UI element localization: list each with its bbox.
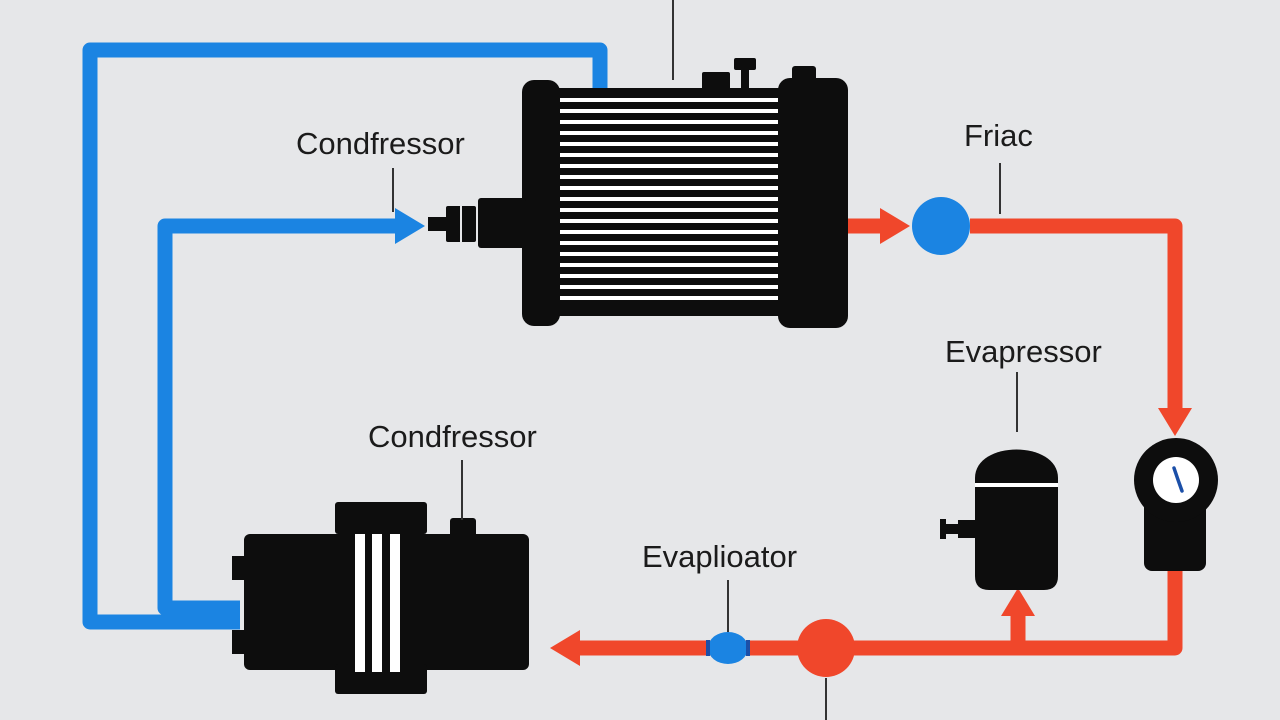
return-arrow: [550, 630, 580, 666]
compressor-body: [244, 534, 529, 670]
condenser-inlet-body: [478, 198, 526, 248]
leader-lines: [392, 0, 1018, 720]
compressor-unit: [232, 502, 529, 694]
return-hot-line: [575, 570, 1183, 656]
discharge-arrow: [880, 208, 910, 244]
expansion-valve-cap-right: [746, 640, 750, 656]
compressor-top-cap: [335, 502, 427, 534]
inner-cold-loop: [157, 218, 398, 616]
gauge-face: [1153, 457, 1199, 503]
tank-side-nozzle-end: [940, 519, 946, 539]
label-evapressor: Evapressor: [945, 334, 1102, 369]
label-friac: Friac: [964, 118, 1033, 153]
hot-refrigerant-lines: [575, 218, 1183, 656]
tank-body: [975, 449, 1058, 590]
pressure-gauge-icon: [1134, 438, 1218, 571]
condenser-right-tank: [778, 78, 848, 328]
tank-inlet-arrow: [1001, 588, 1035, 616]
compressor-left-port-lower: [232, 630, 248, 654]
tank-side-nozzle: [940, 524, 960, 534]
label-compressor-bottom: Condfressor: [368, 419, 537, 454]
gauge-needle: [1172, 466, 1184, 493]
expansion-valve-body: [708, 632, 748, 664]
condenser-unit: [428, 58, 848, 328]
blue-junction-node: [912, 197, 970, 255]
down-flow-arrow: [1158, 408, 1192, 436]
label-condenser-top: Condfressor: [296, 126, 465, 161]
outer-cold-loop: [82, 42, 608, 630]
expansion-valve: [706, 632, 750, 664]
tank-band: [975, 483, 1058, 487]
condenser-left-tank: [522, 80, 560, 326]
compressor-left-port: [232, 556, 248, 580]
condenser-top-valve-cap: [734, 58, 756, 70]
condenser-fins: [560, 98, 778, 300]
label-evaplioator: Evaplioator: [642, 539, 798, 574]
tank-side-port: [958, 520, 978, 538]
cold-refrigerant-lines: [82, 42, 608, 630]
condenser-top-valve-stem: [741, 62, 749, 94]
condenser-inlet-tip: [428, 217, 448, 231]
main-hot-loop: [970, 218, 1183, 410]
cold-inlet-arrow: [395, 208, 425, 244]
expansion-valve-cap-left: [706, 640, 710, 656]
compressor-stripes: [355, 534, 400, 672]
accumulator-tank-icon: [940, 449, 1058, 590]
red-junction-node: [797, 619, 855, 677]
